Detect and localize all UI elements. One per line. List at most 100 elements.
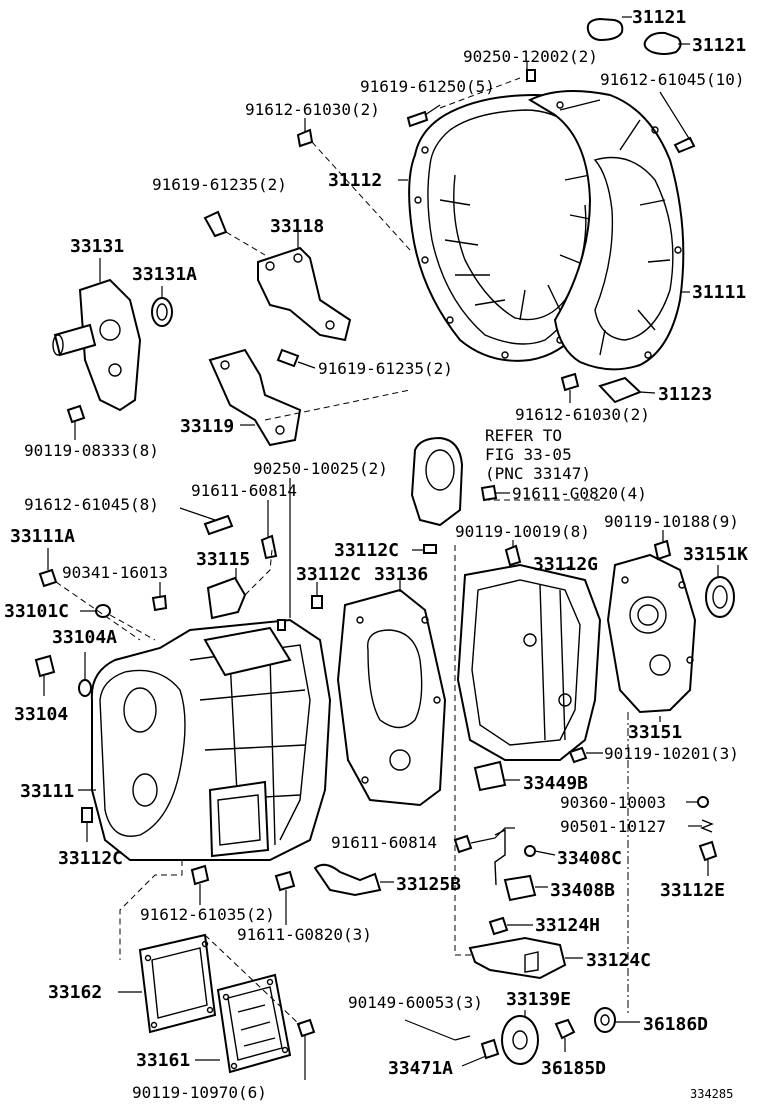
bolt-91611-60814-b <box>453 834 473 854</box>
dash-line-g <box>244 549 273 596</box>
bolt-91619-61235-a <box>203 210 228 238</box>
part-33151K-oil-seal <box>705 576 735 618</box>
label-33111: 33111 <box>20 781 74 802</box>
bolt-90119-10201 <box>568 746 588 764</box>
reference-note-line2: FIG 33-05 <box>485 445 572 464</box>
bolt-91619-61250 <box>406 110 429 128</box>
part-33118-bracket <box>257 246 352 342</box>
dash-line-d <box>264 389 411 421</box>
part-33161-cover <box>216 973 292 1074</box>
label-33125B: 33125B <box>396 874 461 895</box>
label-33131: 33131 <box>70 236 124 257</box>
label-33119: 33119 <box>180 416 234 437</box>
reference-note-line1: REFER TO <box>485 426 562 445</box>
label-33131A: 33131A <box>132 264 197 285</box>
part-33104A-gasket <box>78 679 92 697</box>
label-33161: 33161 <box>136 1050 190 1071</box>
label-90149-60053: 90149-60053(3) <box>348 993 483 1012</box>
label-90341-16013: 90341-16013 <box>62 563 168 582</box>
label-31121b: 31121 <box>692 35 746 56</box>
label-33111A: 33111A <box>10 526 75 547</box>
part-31111-transfer-housing <box>527 90 685 371</box>
label-33151: 33151 <box>628 722 682 743</box>
part-33449B-clip <box>473 760 507 792</box>
label-33112C-c: 33112C <box>58 848 123 869</box>
part-33112G-extension-housing <box>456 563 602 761</box>
part-33115-bracket <box>206 576 247 620</box>
label-91612-61030-b: 91612-61030(2) <box>515 405 650 424</box>
label-90119-10970: 90119-10970(6) <box>132 1083 267 1102</box>
part-33112E-plug <box>698 840 718 862</box>
label-33162: 33162 <box>48 982 102 1003</box>
label-33449B: 33449B <box>523 773 588 794</box>
label-91619-61235-b: 91619-61235(2) <box>318 359 453 378</box>
part-33139E-flange <box>501 1015 539 1065</box>
label-91612-61045-10: 91612-61045(10) <box>600 70 745 89</box>
label-90119-10201: 90119-10201(3) <box>604 744 739 763</box>
label-33104A: 33104A <box>52 627 117 648</box>
label-33136: 33136 <box>374 564 428 585</box>
bolt-90119-08333 <box>66 404 86 424</box>
label-33112G: 33112G <box>533 554 598 575</box>
label-90119-10188: 90119-10188(9) <box>604 512 739 531</box>
part-90250-12002-pin <box>526 69 536 82</box>
part-90360-10003-ball <box>697 796 709 808</box>
part-33104-plug <box>34 654 56 678</box>
label-33104: 33104 <box>14 704 68 725</box>
label-91619-61250: 91619-61250(5) <box>360 77 495 96</box>
bolt-91612-61030-b <box>560 372 580 392</box>
bolt-90119-10019 <box>504 544 522 567</box>
label-33471A: 33471A <box>388 1058 453 1079</box>
label-33112E: 33112E <box>660 880 725 901</box>
part-33119-bracket <box>208 348 302 447</box>
label-33112C-b: 33112C <box>296 564 361 585</box>
leader-33408C <box>534 850 556 856</box>
leader-33471A <box>461 1055 487 1067</box>
label-31121a: 31121 <box>632 7 686 28</box>
label-33124C: 33124C <box>586 950 651 971</box>
label-90250-12002: 90250-12002(2) <box>463 47 598 66</box>
bolt-90119-10188 <box>653 539 672 561</box>
reference-note-line3: (PNC 33147) <box>485 464 591 483</box>
part-33408C-oring <box>524 845 536 857</box>
pin-90250-10025 <box>277 619 286 631</box>
label-31112: 31112 <box>328 170 382 191</box>
label-33408C: 33408C <box>557 848 622 869</box>
dash-line-l <box>204 934 301 1026</box>
bolt-91619-61235-b <box>276 348 300 368</box>
label-90119-10019: 90119-10019(8) <box>455 522 590 541</box>
part-33131-extension <box>52 278 142 412</box>
part-33112C-pin-c <box>81 807 93 823</box>
part-33131A-oil-seal <box>151 297 173 327</box>
leader-33112G <box>559 565 573 571</box>
dash-line-b <box>311 141 411 251</box>
label-91611-60814-a: 91611-60814 <box>191 481 297 500</box>
label-33101C: 33101C <box>4 601 69 622</box>
label-33118: 33118 <box>270 216 324 237</box>
part-33471A-nut <box>480 1038 500 1060</box>
bolt-90149-60053 <box>454 1035 471 1041</box>
figure-number: 334285 <box>690 1087 733 1101</box>
label-91611-G0820-3: 91611-G0820(3) <box>237 925 372 944</box>
label-33112C-a: 33112C <box>334 540 399 561</box>
part-33408B-sensor <box>494 828 537 902</box>
bolt-91612-61035 <box>190 864 210 886</box>
label-91611-60814-b: 91611-60814 <box>331 833 437 852</box>
label-91612-61030-a: 91612-61030(2) <box>245 100 380 119</box>
dash-line-k <box>119 860 183 960</box>
label-91619-61235-a: 91619-61235(2) <box>152 175 287 194</box>
label-91611-G0820-4: 91611-G0820(4) <box>512 484 647 503</box>
dash-line-i <box>454 545 475 956</box>
part-31121-cap-b <box>643 31 682 55</box>
bolt-91611-G0820-4 <box>480 484 498 502</box>
part-33147-reference-housing <box>410 436 464 527</box>
bolt-91611-G0820-3 <box>274 870 296 892</box>
part-90341-16013-plug <box>151 594 168 612</box>
part-33151-rear-cover <box>606 553 697 714</box>
label-91612-61035: 91612-61035(2) <box>140 905 275 924</box>
leader-91612-61045-8 <box>179 507 216 521</box>
dash-line-e <box>55 581 141 641</box>
part-31123-cover <box>598 376 642 404</box>
part-33125B-bracket <box>313 863 382 897</box>
